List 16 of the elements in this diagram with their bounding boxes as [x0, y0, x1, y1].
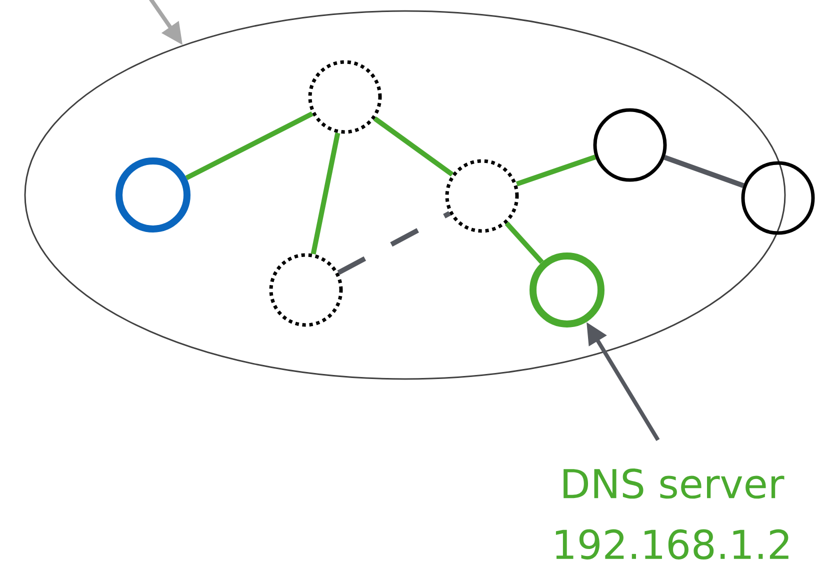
node-label: DNS server 192.168.1.2: [556, 468, 788, 560]
host-circle: [593, 108, 667, 182]
placeholder-circle: [308, 60, 382, 134]
host-circle: [116, 158, 190, 232]
link-line: [310, 132, 340, 254]
link-line: [337, 211, 451, 275]
link-line: [373, 116, 454, 176]
link-line: [516, 154, 596, 186]
host-circle: [741, 161, 815, 235]
network-ellipse: [24, 10, 786, 380]
link-line: [504, 222, 544, 264]
link-line: [185, 111, 314, 180]
host-circle: [530, 252, 604, 328]
placeholder-circle: [269, 253, 343, 327]
placeholder-circle: [445, 159, 519, 233]
link-line: [664, 155, 744, 188]
